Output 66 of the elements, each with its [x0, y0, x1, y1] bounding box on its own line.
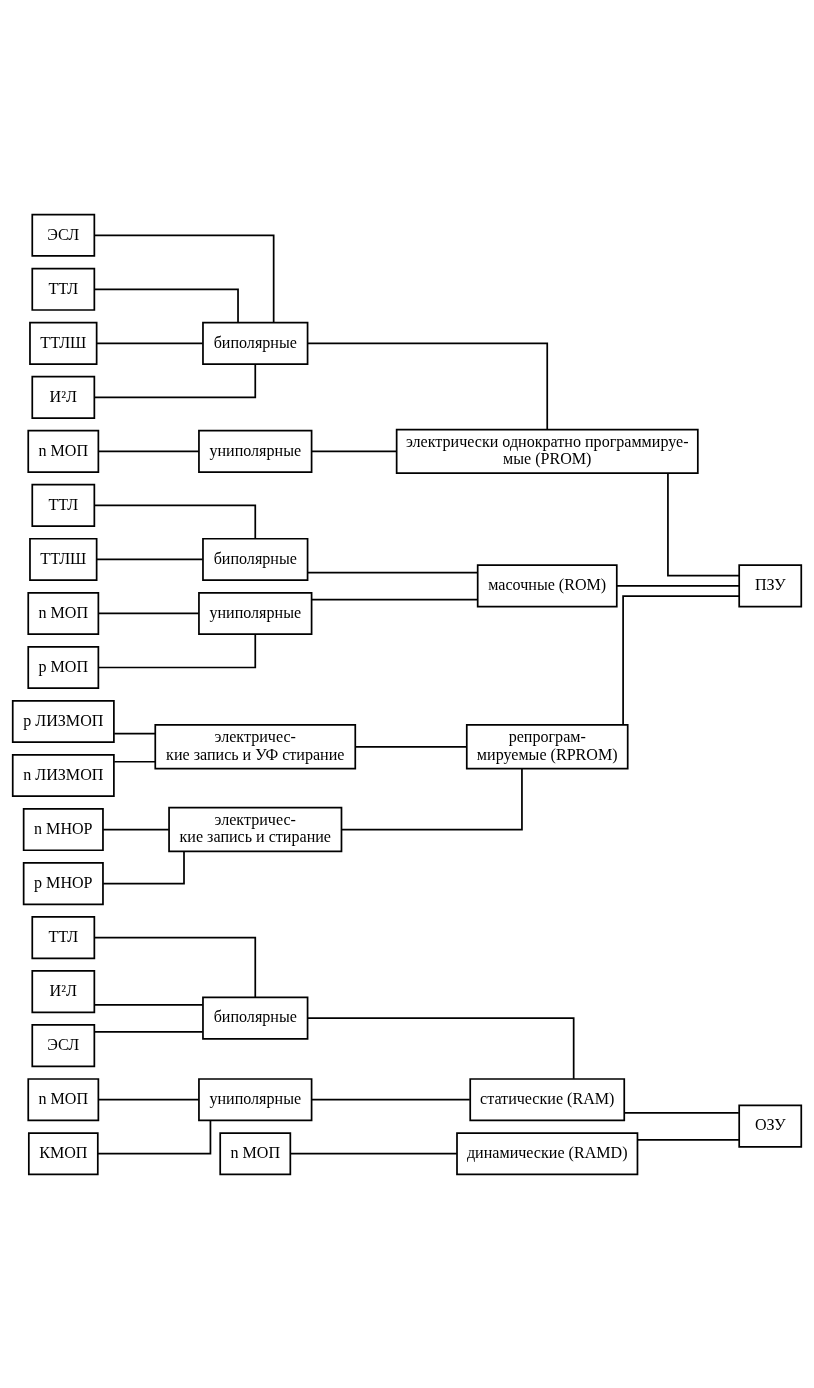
connector: [306, 341, 549, 430]
node-box: n МОП: [27, 591, 100, 635]
node-box: n МОП: [27, 1077, 100, 1121]
connector: [97, 632, 257, 668]
node-box: n ЛИЗМОП: [11, 753, 115, 797]
connector: [354, 745, 468, 748]
node-box: статические (RAM): [469, 1077, 626, 1121]
node-box: биполярные: [202, 996, 309, 1040]
node-box: биполярные: [202, 321, 309, 365]
connector: [622, 594, 740, 726]
connector: [311, 1098, 471, 1101]
node-box: ТТЛ: [31, 483, 96, 527]
node-box: электрически однократно программируе- мые (PROM): [395, 428, 699, 474]
node-box: ОЗУ: [738, 1104, 803, 1148]
connector: [311, 450, 398, 452]
connector: [311, 598, 479, 601]
node-box: n МОП: [219, 1131, 292, 1175]
node-box: электричес- кие запись и УФ стирание: [154, 723, 357, 769]
node-box: ТТЛШ: [29, 321, 98, 365]
connector: [113, 732, 156, 734]
connector: [667, 471, 740, 576]
node-box: масочные (ROM): [476, 563, 618, 607]
connector: [95, 341, 204, 344]
connector: [113, 760, 156, 763]
connector: [307, 1016, 575, 1080]
node-box: униполярные: [198, 591, 313, 635]
node-box: ПЗУ: [738, 563, 803, 607]
connector: [93, 1003, 204, 1006]
connector: [102, 828, 170, 830]
node-box: ЭСЛ: [31, 213, 96, 257]
connector: [93, 936, 257, 998]
connector: [96, 1119, 212, 1155]
connector: [97, 612, 200, 614]
node-box: КМОП: [27, 1131, 99, 1175]
node-box: ЭСЛ: [31, 1023, 96, 1067]
node-box: ТТЛШ: [29, 537, 98, 581]
connector: [102, 850, 185, 884]
connector: [97, 1098, 200, 1101]
connector: [93, 1030, 204, 1033]
connector: [616, 584, 740, 587]
connector: [97, 450, 200, 452]
node-box: ТТЛ: [31, 267, 96, 311]
connector: [93, 362, 257, 398]
connector: [95, 558, 204, 560]
node-box: электричес- кие запись и стирание: [168, 806, 343, 852]
node-box: p МОП: [27, 645, 100, 689]
node-box: ТТЛ: [31, 915, 96, 959]
node-box: биполярные: [202, 537, 309, 581]
connector: [93, 233, 275, 323]
node-box: динамические (RAMD): [456, 1131, 639, 1175]
connector: [289, 1152, 458, 1155]
connector: [636, 1138, 740, 1141]
node-box: униполярные: [198, 1077, 313, 1121]
node-box: p ЛИЗМОП: [11, 699, 115, 743]
node-box: p МНОР: [22, 861, 104, 905]
node-box: n МНОР: [22, 807, 104, 851]
connector: [623, 1111, 740, 1114]
connector: [306, 571, 479, 573]
node-box: n МОП: [27, 429, 100, 473]
node-box: И²Л: [31, 969, 96, 1013]
connector: [93, 287, 239, 323]
node-box: И²Л: [31, 375, 96, 419]
node-box: униполярные: [198, 429, 313, 473]
connector: [93, 504, 257, 540]
node-box: репрограм- мируемые (RPROM): [465, 723, 629, 769]
connector: [340, 767, 523, 830]
